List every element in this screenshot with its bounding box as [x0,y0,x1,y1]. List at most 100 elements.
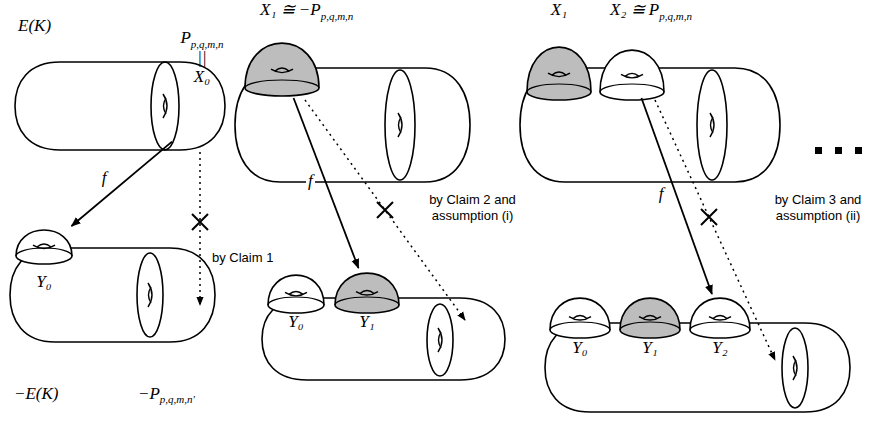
text-line: Y₁ [642,338,657,358]
torus-handle [399,117,402,133]
text-line: Y₀ [572,338,587,358]
surface-piece: Y₀ [550,294,610,358]
surface-piece: Y₁ [335,268,399,332]
cap-boundary [268,297,324,305]
cap-piece [600,50,664,100]
math-label: Y₂ [712,338,727,358]
math-label: Y₁ [642,338,657,358]
cap-handle [643,316,657,319]
torus-boundary [782,328,808,408]
torus-handle [164,98,167,114]
continuation-dot [815,147,822,154]
text-line: Pp,q,m,n [180,28,223,48]
text-line: Y₀ [36,272,51,292]
text-line: Y₂ [712,338,727,358]
math-label: P [180,28,190,48]
dotted-arrow [199,152,201,305]
subscript: p,q,m,n [191,38,224,51]
math-label: Y₀ [288,312,303,332]
cap-handle [713,316,727,319]
math-label: Y₀ [36,272,51,292]
text-line: || [197,48,206,68]
text-line: X₁ [551,0,567,20]
torus-handle [163,94,167,118]
math-label: || [197,48,206,68]
torus-handle [438,328,442,352]
cap-piece [550,298,610,338]
math-label: Y₀ [572,338,587,358]
continuation-dot [835,147,842,154]
cap-handle [360,291,374,294]
map-label: f [100,168,109,188]
cap-handle [33,245,55,249]
cap-piece [620,298,680,338]
torus-handle [710,113,714,137]
torus-handle [149,287,152,303]
manifold-name: −E(K) [14,384,59,404]
cap-handle [625,73,639,76]
torus-handle [794,360,797,376]
surface-piece: Y₀ [268,270,324,332]
surface-piece: Y₂ [690,294,750,358]
note: by Claim 2 and assumption (i) [425,192,520,223]
cap-handle [37,244,51,247]
torus-boundary [427,304,453,376]
subscript: p,q,m,n [659,10,692,23]
cap-handle [356,292,378,296]
cap-handle [289,291,303,294]
note: by Claim 1 [212,250,273,266]
cap-handle [275,68,289,71]
torus-boundary [137,253,163,337]
math-label: X₁ ≅ −P [260,0,321,20]
cap-boundary [690,322,750,330]
cap-handle [271,69,293,73]
manifold-outline [15,62,225,150]
subscript: p,q,m,n [321,10,354,23]
cap-boundary [527,84,591,92]
cap-boundary [245,80,319,88]
cap-boundary [620,322,680,330]
cap-handle [709,317,731,321]
text-line: X₀ [194,67,210,87]
surface-piece: Y₀ [16,226,72,292]
cap-handle [552,72,566,75]
math-label: X₁ [551,0,567,20]
cap-piece [245,43,319,96]
math-label: X₂ ≅ P [610,0,659,20]
cap-handle [285,292,307,296]
manifold-name: E(K) [18,16,51,36]
cap-piece [527,47,591,100]
continuation-dot [855,147,862,154]
torus-handle [439,332,442,348]
torus-handle [398,113,402,137]
cap-piece [268,275,324,313]
cross-mark [701,209,717,225]
subscript: p,q,m,n′ [160,393,195,406]
cross-mark [192,214,208,230]
surface-piece: X₁ ≅ −Pp,q,m,n [240,0,400,98]
map-arrow [72,142,172,226]
text-line: Y₀ [288,312,303,332]
note: by Claim 3 and assumption (ii) [762,192,874,223]
torus-handle [793,356,797,380]
manifold-name: −P [138,384,160,404]
map-label: f [657,184,666,204]
cap-piece [16,230,72,264]
cap-handle [548,73,570,77]
text-line: X₂ ≅ Pp,q,m,n [610,0,692,20]
map-arrow [641,98,711,294]
cap-boundary [550,322,610,330]
map-label: f [306,171,315,191]
math-label: X₀ [194,67,210,87]
dotted-arrow [655,100,775,360]
surface-piece: Y₁ [620,294,680,358]
surface-piece: X₁ [524,0,594,98]
torus-boundary [385,70,415,180]
cap-boundary [335,297,399,305]
torus-handle [148,283,152,307]
math-label: Y₁ [359,312,374,332]
cap-handle [621,74,643,78]
surface-piece: Pp,q,m,n||X₀ [172,28,232,146]
cap-piece [335,273,399,313]
